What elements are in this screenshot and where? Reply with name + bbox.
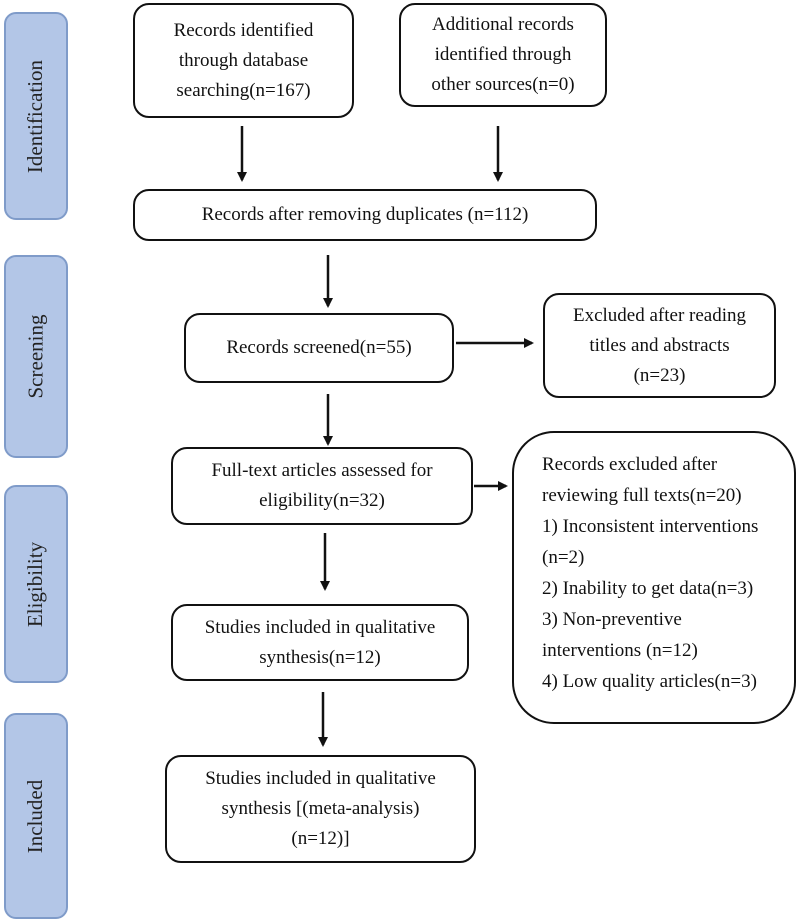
phase-eligibility: Eligibility <box>4 485 68 683</box>
after-duplicates-box: Records after removing duplicates (n=112… <box>133 189 597 241</box>
box-text: Records after removing duplicates (n=112… <box>201 204 529 225</box>
phase-screening: Screening <box>4 255 68 458</box>
exclusion-line: interventions (n=12) <box>542 640 698 661</box>
qualitative-box: Studies included in qualitative synthesi… <box>171 604 469 681</box>
box-text: Full-text articles assessed for eligibil… <box>211 460 433 511</box>
other-sources-box: Additional records identified through ot… <box>399 3 607 107</box>
exclusion-line: 2) Inability to get data(n=3) <box>542 578 754 599</box>
exclusion-line: 3) Non-preventive <box>542 609 682 630</box>
exclusion-line: (n=2) <box>542 547 585 568</box>
box-text: Additional records identified through ot… <box>431 14 575 95</box>
box-text: Records identified through database sear… <box>173 19 314 101</box>
exclusion-line: Records excluded after <box>542 454 718 475</box>
exclusion-line: 1) Inconsistent interventions <box>542 516 759 537</box>
box-text: Studies included in qualitative synthesi… <box>205 768 436 849</box>
db-search-box: Records identified through database sear… <box>133 3 354 118</box>
fulltext-exclusions-box: Records excluded after reviewing full te… <box>512 431 796 724</box>
excluded-titles-box: Excluded after reading titles and abstra… <box>543 293 776 398</box>
screened-box: Records screened(n=55) <box>184 313 454 383</box>
exclusion-line: reviewing full texts(n=20) <box>542 485 742 506</box>
box-text: Records screened(n=55) <box>226 337 412 358</box>
phase-identification: Identification <box>4 12 68 220</box>
exclusion-line: 4) Low quality articles(n=3) <box>542 671 757 692</box>
fulltext-assessed-box: Full-text articles assessed for eligibil… <box>171 447 473 525</box>
phase-included: Included <box>4 713 68 919</box>
box-text: Excluded after reading titles and abstra… <box>572 304 747 386</box>
box-text: Studies included in qualitative synthesi… <box>204 616 436 668</box>
quantitative-box: Studies included in qualitative synthesi… <box>165 755 476 863</box>
